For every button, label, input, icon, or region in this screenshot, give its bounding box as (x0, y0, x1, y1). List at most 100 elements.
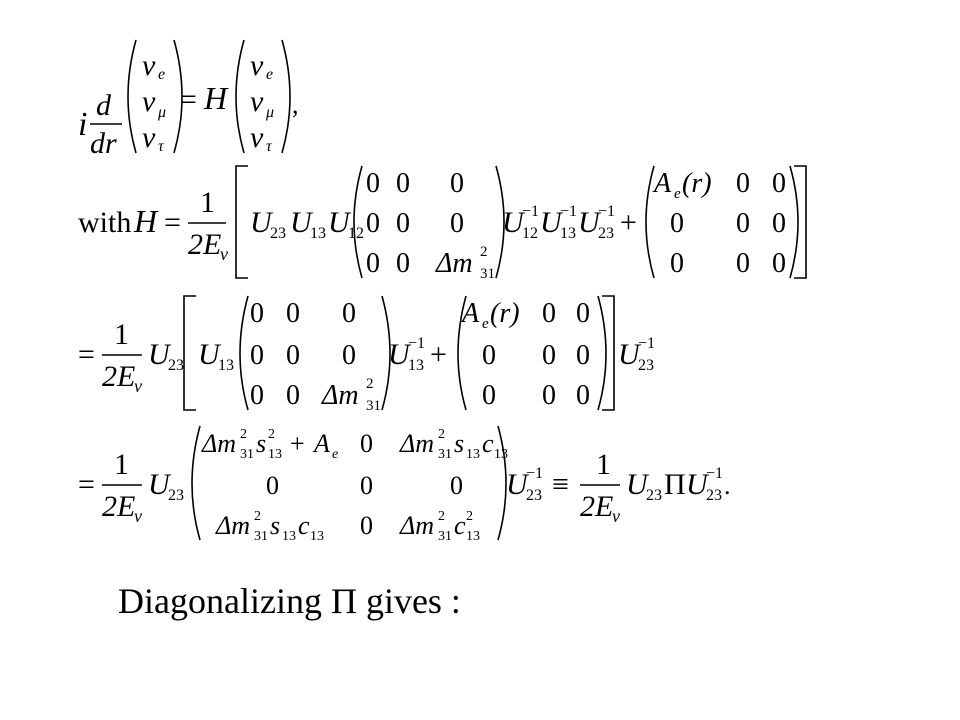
U23-inverse: U (578, 206, 602, 239)
left-paren-2 (235, 39, 245, 154)
U13-inverse-sub: 13 (408, 357, 424, 374)
matter-matrix-cell: 0 (482, 380, 496, 411)
outer-left-bracket (235, 165, 248, 279)
pi-11-dm: Δm (201, 429, 236, 458)
mass-matrix-cell: 0 (250, 298, 264, 329)
matter-matrix-cell: 0 (736, 168, 750, 199)
hamiltonian-symbol: H (203, 80, 229, 116)
matter-matrix-right-paren (597, 295, 607, 411)
U13-sub: 13 (218, 357, 234, 374)
equation-pi-definition: = 1 2E ν U 23 Δm 2 31 s 2 13 + A e 0 Δm … (70, 422, 770, 547)
nu-mu-sub: μ (157, 104, 166, 121)
right-paren (173, 39, 183, 154)
nu-tau: ν (142, 121, 156, 154)
hamiltonian-symbol: H (133, 203, 159, 239)
pi-11-s-sub: 13 (268, 447, 282, 462)
U13-inverse: U (540, 206, 564, 239)
pi-22: 0 (360, 471, 373, 500)
equals-sign: = (78, 468, 95, 501)
pi-31-dm: Δm (215, 511, 250, 540)
pi-13-c: c (482, 429, 494, 458)
mass-matrix-cell: 0 (450, 208, 464, 239)
matter-matrix-cell: 0 (542, 298, 556, 329)
matter-matrix-left-paren (645, 165, 655, 279)
nu-tau-sub-2: τ (266, 138, 273, 155)
equiv-sign: ≡ (552, 468, 569, 501)
pi-11-dm-sup: 2 (240, 427, 247, 442)
U23-right-inverse-sub: 23 (706, 487, 722, 504)
U13-inverse-sup: −1 (408, 335, 425, 352)
nu-mu-sub-2: μ (265, 104, 274, 121)
pi-13-dm-sup: 2 (438, 427, 445, 442)
fraction-numerator: 1 (200, 186, 215, 219)
mass-matrix-cell: 0 (286, 298, 300, 329)
fraction-denominator-sub: ν (220, 244, 228, 264)
U12-inverse-sup: −1 (522, 203, 539, 220)
matter-potential-sub: e (482, 316, 489, 332)
U13: U (198, 338, 222, 371)
matter-matrix-cell: 0 (736, 208, 750, 239)
pi-31-c-sub: 13 (310, 529, 324, 544)
matter-matrix-cell: 0 (576, 298, 590, 329)
mass-matrix-cell: 0 (396, 168, 410, 199)
equation-evolution: i d dr ν e ν μ ν τ = H ν e ν μ ν τ , (70, 35, 330, 160)
pi-matrix-right-paren (497, 425, 507, 541)
matter-matrix-cell: 0 (670, 248, 684, 279)
matter-matrix-cell: 0 (542, 340, 556, 371)
mass-matrix-cell: 0 (366, 168, 380, 199)
mass-matrix-cell: 0 (396, 208, 410, 239)
nu-tau-2: ν (250, 121, 264, 154)
delta-m-sq-sub: 31 (480, 266, 495, 282)
fraction-denominator-2: 2E (580, 490, 613, 523)
derivative-numerator: d (96, 89, 112, 122)
mass-matrix-cell: 0 (342, 298, 356, 329)
delta-m-sq-sup: 2 (480, 244, 488, 260)
mass-matrix-cell: 0 (286, 340, 300, 371)
pi-33-c: c (454, 511, 466, 540)
matter-potential-sub: e (674, 186, 681, 202)
pi-33-c-sub: 13 (466, 529, 480, 544)
mass-matrix-cell: 0 (286, 380, 300, 411)
delta-m-sq: Δm (321, 380, 359, 411)
mass-matrix-cell: 0 (366, 208, 380, 239)
pi-matrix-left-paren (191, 425, 201, 541)
matter-matrix-cell: 0 (772, 208, 786, 239)
fraction-numerator-2: 1 (596, 448, 611, 481)
U23-right-sub: 23 (646, 487, 662, 504)
U13-inverse-sup: −1 (560, 203, 577, 220)
pi-11-plus: + (290, 429, 305, 458)
nu-e-sub-2: e (266, 66, 273, 83)
derivative-denominator: dr (90, 127, 117, 160)
fraction-numerator: 1 (114, 448, 129, 481)
pi-13-s: s (454, 429, 464, 458)
pi-31-dm-sub: 31 (254, 529, 268, 544)
pi-13-dm-sub: 31 (438, 447, 452, 462)
nu-e: ν (142, 49, 156, 82)
mass-matrix-cell: 0 (396, 248, 410, 279)
pi-13-s-sub: 13 (466, 447, 480, 462)
pi-11-s-sup: 2 (268, 427, 275, 442)
equation-hamiltonian-definition: with H = 1 2E ν U 23 U 13 U 12 0 0 0 0 0… (70, 160, 820, 285)
pi-13-c-sub: 13 (494, 447, 508, 462)
outer-left-bracket (183, 295, 196, 411)
fraction-denominator: 2E (102, 360, 135, 393)
mass-matrix-left-paren (239, 295, 249, 411)
U13-inverse: U (388, 338, 412, 371)
plus-sign: + (430, 338, 447, 371)
nu-mu-2: ν (250, 85, 264, 118)
imag-unit: i (78, 106, 87, 143)
matter-matrix-cell: 0 (576, 340, 590, 371)
U12-sub: 12 (348, 225, 364, 242)
matter-matrix-cell: 0 (736, 248, 750, 279)
pi-11-A: A (312, 429, 330, 458)
fraction-denominator-sub: ν (134, 376, 142, 396)
U12-inverse-sub: 12 (522, 225, 538, 242)
mass-matrix-right-paren (495, 165, 505, 279)
matter-potential-arg: (r) (682, 168, 712, 199)
delta-m-sq-sup: 2 (366, 376, 374, 392)
matter-potential: A (652, 168, 672, 199)
matter-matrix-cell: 0 (670, 208, 684, 239)
U12: U (328, 206, 352, 239)
U23: U (250, 206, 274, 239)
